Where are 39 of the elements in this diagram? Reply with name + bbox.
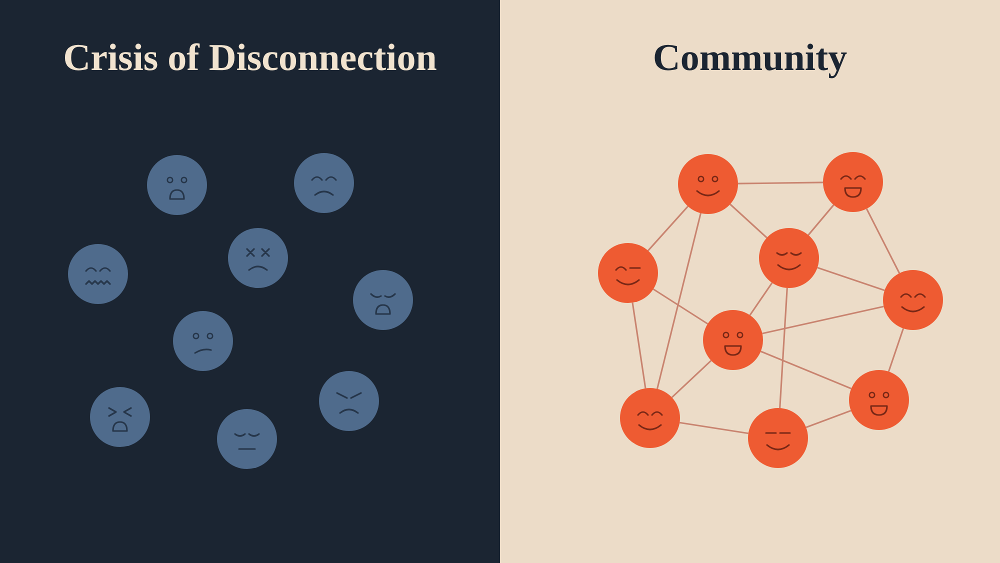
panel-heading: Crisis of Disconnection	[63, 36, 437, 80]
panel-heading: Community	[652, 36, 848, 80]
smiling-face-icon	[849, 370, 909, 430]
connector-line	[671, 360, 712, 398]
connector-line	[632, 302, 646, 388]
connector-line	[779, 288, 788, 408]
connector-line	[888, 328, 904, 372]
unhappy-face-icon	[294, 153, 354, 213]
smiling-face-icon	[598, 243, 658, 303]
connector-line	[817, 266, 885, 292]
unhappy-face-icon	[319, 371, 379, 431]
unhappy-face-icon	[68, 244, 128, 304]
panel-background	[0, 0, 500, 563]
connector-line	[866, 208, 900, 274]
unhappy-face-icon	[228, 228, 288, 288]
smiling-face-icon	[748, 408, 808, 468]
unhappy-face-icon	[217, 409, 277, 469]
connector-line	[730, 204, 768, 238]
connector-line	[808, 204, 834, 236]
connector-line	[652, 288, 708, 325]
smiling-face-icon	[883, 270, 943, 330]
panel-background	[500, 0, 1000, 563]
smiling-face-icon	[703, 310, 763, 370]
connector-line	[762, 306, 884, 334]
smiling-face-icon	[678, 154, 738, 214]
connector-line	[806, 410, 852, 428]
connector-line	[749, 282, 773, 316]
connector-line	[656, 212, 702, 390]
connector-line	[760, 350, 852, 390]
unhappy-face-icon	[90, 387, 150, 447]
unhappy-face-icon	[173, 311, 233, 371]
unhappy-face-icon	[353, 270, 413, 330]
connector-line	[647, 206, 689, 252]
smiling-face-icon	[759, 228, 819, 288]
connector-line	[680, 422, 748, 434]
smiling-face-icon	[823, 152, 883, 212]
unhappy-face-icon	[147, 155, 207, 215]
smiling-face-icon	[620, 388, 680, 448]
connector-line	[738, 182, 824, 184]
